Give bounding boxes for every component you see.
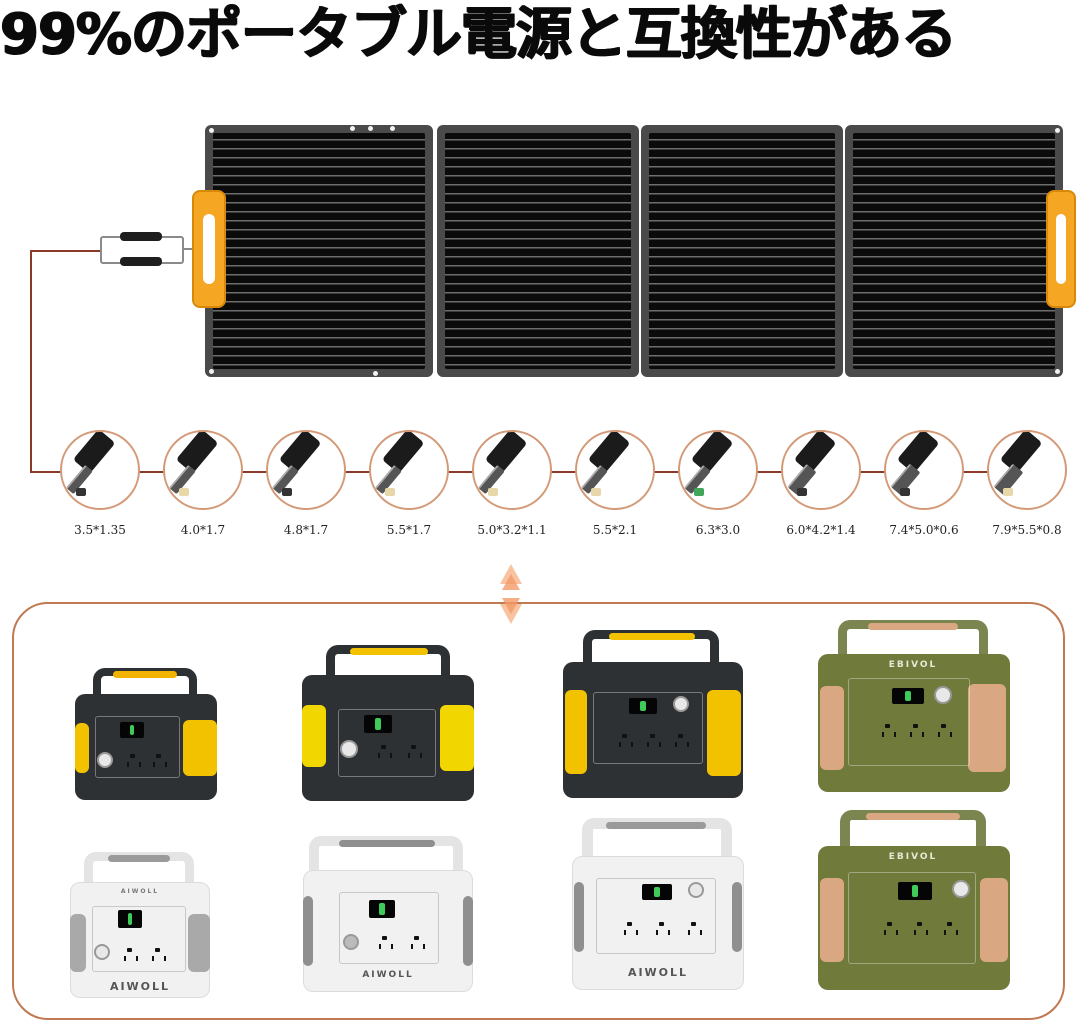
dc-plug-icon	[60, 430, 140, 510]
dc-plug-icon	[678, 430, 758, 510]
dc-tip: 4.0*1.7	[163, 430, 243, 537]
dc-tip-size: 5.5*2.1	[592, 523, 638, 537]
dc-tip-size: 5.0*3.2*1.1	[477, 523, 547, 537]
dc-tip-size: 4.0*1.7	[180, 523, 226, 537]
dc-tip: 6.3*3.0	[678, 430, 758, 537]
brand-label: AIWOLL	[627, 966, 689, 979]
lcd-display	[118, 910, 142, 928]
dc-tip-size: 7.9*5.5*0.8	[992, 523, 1062, 537]
solar-panel-section	[845, 125, 1063, 377]
solar-panel-section	[641, 125, 843, 377]
lcd-display	[120, 722, 144, 738]
mc4-connector-icon	[100, 232, 184, 266]
lcd-display	[629, 698, 657, 714]
lcd-display	[364, 715, 392, 733]
brand-label: EBIVOL	[888, 852, 938, 862]
dc-tip: 3.5*1.35	[60, 430, 140, 537]
compatible-stations-frame	[12, 602, 1065, 1020]
power-knob	[934, 686, 952, 704]
dc-plug-icon	[369, 430, 449, 510]
power-station: AIWOLL AIWOLL	[70, 852, 210, 998]
dc-plug-icon	[987, 430, 1067, 510]
dc-tip: 7.9*5.5*0.8	[987, 430, 1067, 537]
lcd-display	[642, 884, 672, 900]
power-station	[302, 645, 474, 801]
dc-tip: 7.4*5.0*0.6	[884, 430, 964, 537]
dc-plug-icon	[884, 430, 964, 510]
carry-handle-icon	[1046, 190, 1076, 308]
power-station	[563, 630, 743, 798]
power-knob	[673, 696, 689, 712]
dc-tip-size: 6.3*3.0	[695, 523, 741, 537]
dc-tip-size: 3.5*1.35	[74, 523, 126, 537]
dc-tip-size: 5.5*1.7	[386, 523, 432, 537]
power-station: AIWOLL	[303, 836, 473, 992]
dc-tip: 4.8*1.7	[266, 430, 346, 537]
power-knob	[343, 934, 359, 950]
solar-panel	[205, 125, 1065, 377]
power-station: EBIVOL	[818, 810, 1010, 990]
dc-plug-icon	[472, 430, 552, 510]
mc4-plug-icon	[120, 232, 162, 241]
dc-plug-icon	[266, 430, 346, 510]
power-knob	[688, 882, 704, 898]
solar-panel-section	[437, 125, 639, 377]
power-station: AIWOLL	[572, 818, 744, 990]
double-arrow-icon	[500, 564, 522, 624]
dc-tip: 6.0*4.2*1.4	[781, 430, 861, 537]
power-knob	[97, 752, 113, 768]
power-station: EBIVOL	[818, 620, 1010, 792]
power-knob	[952, 880, 970, 898]
lcd-display	[369, 900, 395, 918]
power-knob	[340, 740, 358, 758]
lcd-display	[898, 882, 932, 900]
dc-tip: 5.0*3.2*1.1	[472, 430, 552, 537]
dc-plug-icon	[781, 430, 861, 510]
brand-label: EBIVOL	[888, 660, 938, 670]
carry-handle-icon	[192, 190, 226, 308]
mc4-plug-icon	[120, 257, 162, 266]
cable	[30, 250, 32, 472]
dc-tip-size: 7.4*5.0*0.6	[889, 523, 959, 537]
dc-plug-icon	[575, 430, 655, 510]
solar-panel-section	[205, 125, 433, 377]
dc-plug-icon	[163, 430, 243, 510]
dc-tip-size: 4.8*1.7	[283, 523, 329, 537]
dc-tip: 5.5*1.7	[369, 430, 449, 537]
dc-tip-size: 6.0*4.2*1.4	[786, 523, 856, 537]
brand-label: AIWOLL	[362, 970, 414, 980]
dc-tip-list: 3.5*1.35 4.0*1.7 4.8*1.7 5.5*1.7 5.0*3.2…	[60, 430, 1070, 540]
power-station	[75, 668, 217, 800]
dc-tip: 5.5*2.1	[575, 430, 655, 537]
brand-label: AIWOLL	[109, 980, 171, 993]
cable	[184, 248, 194, 250]
lcd-display	[892, 688, 924, 704]
headline: 99%のポータブル電源と互換性がある	[0, 2, 957, 67]
brand-label-top: AIWOLL	[120, 888, 160, 895]
cable	[30, 250, 101, 252]
power-knob	[94, 944, 110, 960]
